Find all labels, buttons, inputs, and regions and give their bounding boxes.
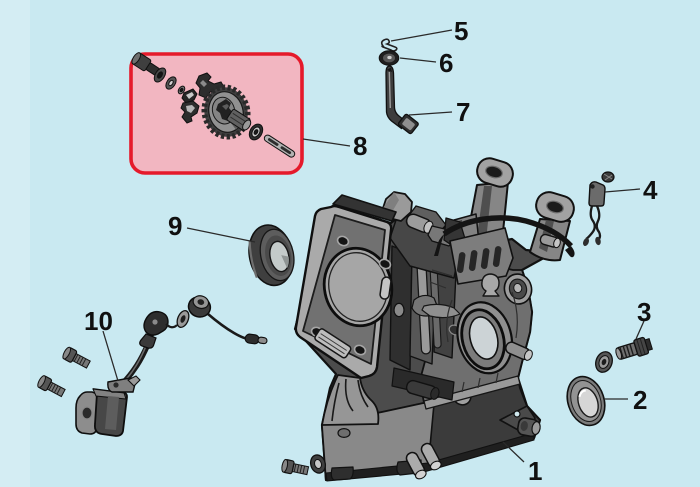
svg-text:8: 8 xyxy=(353,131,367,161)
svg-text:4: 4 xyxy=(643,175,658,205)
svg-text:10: 10 xyxy=(84,306,113,336)
svg-text:5: 5 xyxy=(454,16,468,46)
svg-text:6: 6 xyxy=(439,48,453,78)
svg-text:9: 9 xyxy=(168,211,182,241)
svg-text:3: 3 xyxy=(637,297,651,327)
svg-text:1: 1 xyxy=(528,456,542,486)
svg-text:2: 2 xyxy=(633,385,647,415)
svg-text:7: 7 xyxy=(456,97,470,127)
